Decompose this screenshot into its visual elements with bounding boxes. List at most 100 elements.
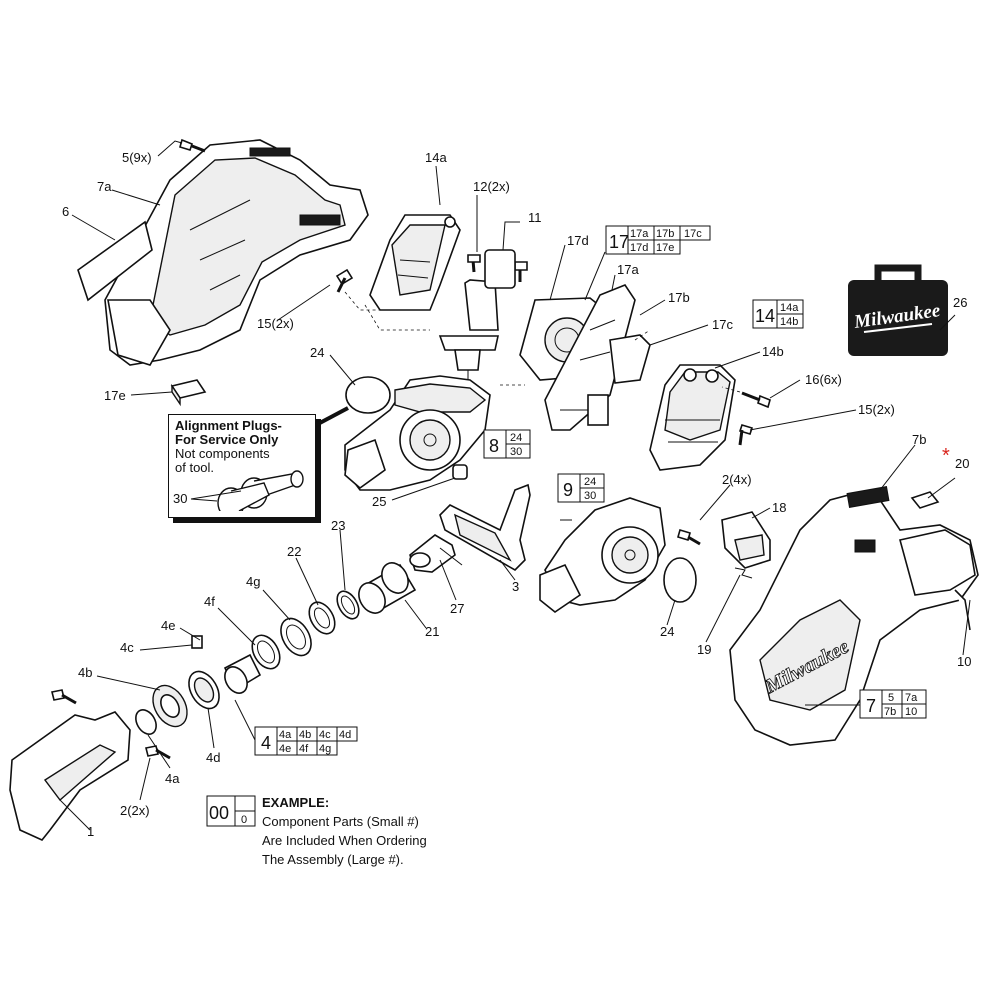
screw-15-right	[738, 424, 754, 446]
assembly-8-part-a: 24	[510, 432, 522, 444]
pin-4e	[191, 635, 203, 649]
label-23: 23	[331, 518, 345, 533]
gasket-24-left	[345, 376, 391, 414]
callout-title-1: Alignment Plugs-	[175, 418, 282, 433]
label-16: 16(6x)	[805, 372, 842, 387]
assembly-17-part-c: 17c	[684, 228, 702, 240]
assembly-14-part-a: 14a	[780, 302, 799, 314]
label-2-left: 2(2x)	[120, 803, 150, 818]
example-line-3: The Assembly (Large #).	[262, 852, 404, 867]
assembly-4-part-f: 4f	[299, 743, 309, 755]
label-4d: 4d	[206, 750, 220, 765]
label-2-right: 2(4x)	[722, 472, 752, 487]
label-4a: 4a	[165, 771, 180, 786]
alignment-plugs-callout: Alignment Plugs- For Service Only Not co…	[168, 414, 316, 518]
assembly-8-main: 8	[489, 436, 499, 456]
label-20-star: *	[942, 445, 950, 467]
label-6	[77, 220, 153, 302]
plunger-27	[409, 534, 463, 573]
assembly-4-part-b: 4b	[299, 729, 311, 741]
spring-19	[734, 567, 753, 579]
gasket-24-right	[663, 557, 697, 603]
label-21: 21	[425, 624, 439, 639]
assembly-box-4: 4 4a 4b 4c 4d 4e 4f 4g	[254, 726, 358, 756]
boot-1	[9, 711, 131, 841]
label-7a: 7a	[97, 179, 112, 194]
assembly-14-main: 14	[755, 306, 775, 326]
label-18: 18	[772, 500, 786, 515]
example-line-1: Component Parts (Small #)	[262, 814, 419, 829]
assembly-box-8: 8 24 30	[483, 429, 531, 459]
label-5: 5(9x)	[122, 150, 152, 165]
assembly-17-part-d: 17d	[630, 242, 648, 254]
assembly-7-part-a: 5	[888, 692, 894, 704]
assembly-7-part-d: 10	[905, 706, 917, 718]
assembly-4-part-d: 4d	[339, 729, 351, 741]
blade-clamp-3	[439, 483, 531, 571]
gear-4b	[152, 684, 188, 728]
pin-25	[452, 464, 468, 480]
example-legend: EXAMPLE: Component Parts (Small #) Are I…	[262, 793, 427, 869]
assembly-4-part-e: 4e	[279, 743, 291, 755]
assembly-4-part-g: 4g	[319, 743, 331, 755]
example-part: 0	[241, 814, 247, 826]
sleeve-21	[358, 562, 417, 614]
screw-16	[721, 386, 771, 409]
sleeve-4d	[223, 653, 262, 694]
ring-23	[336, 590, 360, 620]
assembly-7-part-b: 7a	[905, 692, 918, 704]
callout-note-2: of tool.	[175, 460, 215, 475]
label-26: 26	[953, 295, 967, 310]
label-27: 27	[450, 601, 464, 616]
label-12: 12(2x)	[473, 179, 510, 194]
label-17d: 17d	[567, 233, 589, 248]
assembly-7-part-c: 7b	[884, 706, 896, 718]
label-24-right: 24	[660, 624, 674, 639]
assembly-17-part-e: 17e	[656, 242, 674, 254]
example-line-2: Are Included When Ordering	[262, 833, 427, 848]
assembly-9-part-a: 24	[584, 476, 596, 488]
plug-17e	[170, 379, 207, 407]
screw-2-left	[51, 689, 171, 760]
switch-18	[721, 511, 771, 569]
ring-4f	[251, 634, 281, 670]
assembly-17-part-b: 17b	[656, 228, 674, 240]
label-24-left: 24	[310, 345, 324, 360]
label-17e: 17e	[104, 388, 126, 403]
label-11: 11	[528, 210, 542, 225]
label-7b: 7b	[912, 432, 926, 447]
label-20: 20	[955, 456, 969, 471]
assembly-box-17: 17 17a 17b 17c 17d 17e	[605, 225, 711, 255]
assembly-14-part-b: 14b	[780, 316, 798, 328]
callout-note-1: Not components	[175, 446, 270, 461]
motor-11	[438, 249, 528, 390]
example-heading: EXAMPLE:	[262, 795, 330, 810]
battery-holder-14b	[649, 364, 736, 471]
assembly-7-main: 7	[866, 696, 876, 716]
alignment-plugs-drawing: 30	[173, 470, 304, 511]
label-30: 30	[173, 491, 187, 506]
screw-5	[179, 138, 206, 153]
leader-lines	[59, 140, 971, 831]
part-labels: 5(9x) 7a 6 14a 12(2x) 11 17d 17a 17b 17c…	[62, 150, 971, 839]
gear-case-9	[539, 497, 666, 613]
label-4f: 4f	[204, 594, 215, 609]
label-22: 22	[287, 544, 301, 559]
assembly-4-main: 4	[261, 733, 271, 753]
label-19: 19	[697, 642, 711, 657]
ring-4g	[280, 617, 312, 657]
housing-right-7b: Milwaukee	[729, 486, 979, 746]
assembly-box-7: 7 5 7a 7b 10	[859, 689, 927, 719]
bracket-17c	[609, 329, 651, 384]
label-4c: 4c	[120, 640, 134, 655]
assembly-9-main: 9	[563, 480, 573, 500]
label-15-left: 15(2x)	[257, 316, 294, 331]
screw-2-right	[677, 529, 701, 546]
label-1: 1	[87, 824, 94, 839]
label-10: 10	[957, 654, 971, 669]
assembly-box-9: 9 24 30	[557, 473, 605, 503]
label-17a: 17a	[617, 262, 639, 277]
label-4b: 4b	[78, 665, 92, 680]
